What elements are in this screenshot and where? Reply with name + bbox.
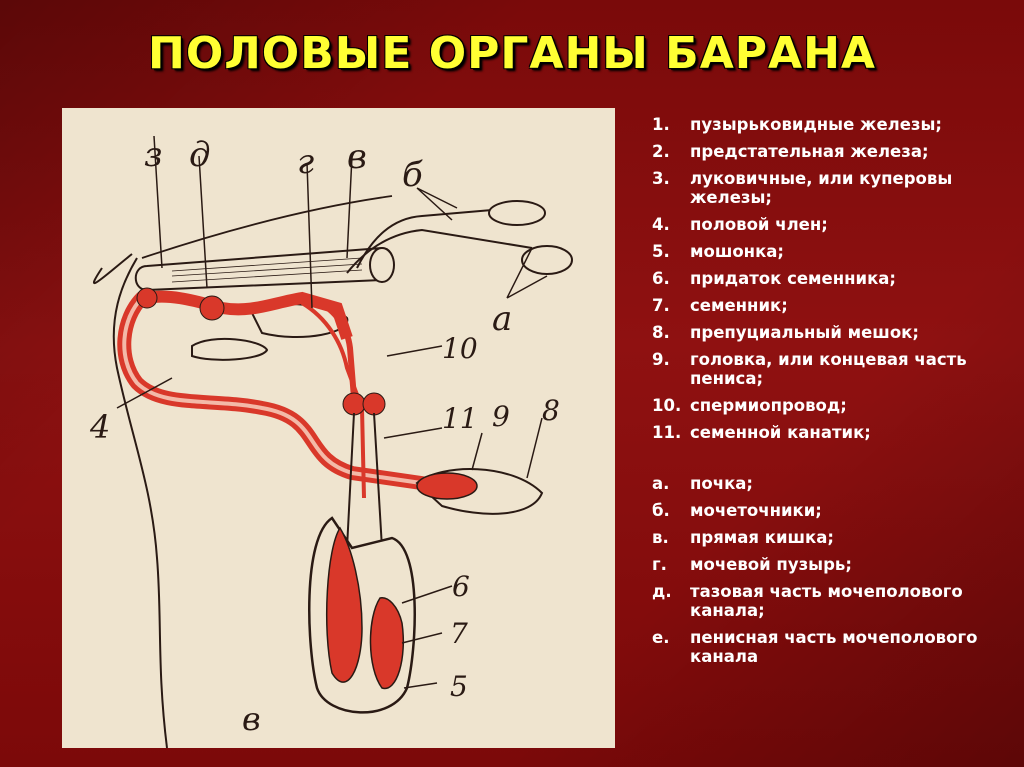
label-a-lines xyxy=(506,247,548,299)
ureter-2 xyxy=(346,228,533,274)
legend-spacer xyxy=(652,450,1012,474)
label-v-bottom: в xyxy=(242,700,261,738)
spine-line xyxy=(141,195,393,259)
label-8: 8 xyxy=(542,394,560,427)
label-7: 7 xyxy=(450,617,468,650)
label-10: 10 xyxy=(442,332,478,365)
bladder-2 xyxy=(191,337,269,361)
legend-item: д.тазовая часть мочеполового канала; xyxy=(652,582,963,620)
testis xyxy=(369,597,405,690)
leader-lines xyxy=(116,135,543,689)
body-outline xyxy=(92,253,168,748)
legend-item: г.мочевой пузырь; xyxy=(652,555,852,574)
label-5: 5 xyxy=(450,670,468,703)
sperm-duct-2 xyxy=(300,301,366,499)
legend-item: 11.семенной канатик; xyxy=(652,423,871,442)
sperm-duct xyxy=(310,295,357,399)
slide-title: ПОЛОВЫЕ ОРГАНЫ БАРАНА xyxy=(148,28,876,79)
label-6: 6 xyxy=(452,570,470,603)
legend-item: 8.препуциальный мешок; xyxy=(652,323,919,342)
epididymis xyxy=(325,526,363,683)
rectum-hatch xyxy=(171,257,363,283)
pelvic-urethra xyxy=(145,290,353,340)
legend-item: 1.пузырьковидные железы; xyxy=(652,115,943,134)
seminal-vesicle-2 xyxy=(362,392,386,416)
label-a: а xyxy=(492,299,512,339)
legend-item: 10.спермиопровод; xyxy=(652,396,847,415)
bulbourethral-gland xyxy=(136,287,158,309)
glans-penis xyxy=(416,472,478,500)
spermatic-cord xyxy=(346,412,383,549)
label-g: г xyxy=(297,142,314,182)
diagram-drawing: з д г в б а 10 4 11 9 8 6 7 5 в xyxy=(89,135,573,748)
label-4: 4 xyxy=(89,408,110,446)
legend-item: б.мочеточники; xyxy=(652,501,822,520)
legend-item: 4.половой член; xyxy=(652,215,828,234)
label-9: 9 xyxy=(492,400,510,433)
rectum xyxy=(134,246,395,292)
label-b: б xyxy=(402,155,423,195)
rectum-end xyxy=(369,247,395,283)
label-v: в xyxy=(347,137,367,177)
prostate-gland xyxy=(199,295,225,321)
label-z: з xyxy=(144,135,163,175)
legend-item: 9.головка, или концевая часть пениса; xyxy=(652,350,967,388)
seminal-vesicle-1 xyxy=(342,392,366,416)
legend-item: 7.семенник; xyxy=(652,296,788,315)
legend-item: в.прямая кишка; xyxy=(652,528,834,547)
label-11: 11 xyxy=(442,402,478,435)
legend-item: а.почка; xyxy=(652,474,753,493)
legend-item: 3.луковичные, или куперовы железы; xyxy=(652,169,953,207)
legend-item: е.пенисная часть мочеполового канала xyxy=(652,628,978,666)
anatomy-diagram: з д г в б а 10 4 11 9 8 6 7 5 в xyxy=(62,108,615,748)
kidney-1 xyxy=(488,200,546,226)
label-b-lines xyxy=(416,187,458,221)
legend: 1.пузырьковидные железы; 2.предстательна… xyxy=(652,115,1012,674)
penis-urethra-inner xyxy=(122,296,444,488)
ureter-1 xyxy=(356,209,493,269)
legend-item: 6.придаток семенника; xyxy=(652,269,897,288)
kidney-2 xyxy=(521,245,573,275)
legend-item: 5.мошонка; xyxy=(652,242,785,261)
label-d: д xyxy=(189,135,211,175)
legend-item: 2.предстательная железа; xyxy=(652,142,929,161)
